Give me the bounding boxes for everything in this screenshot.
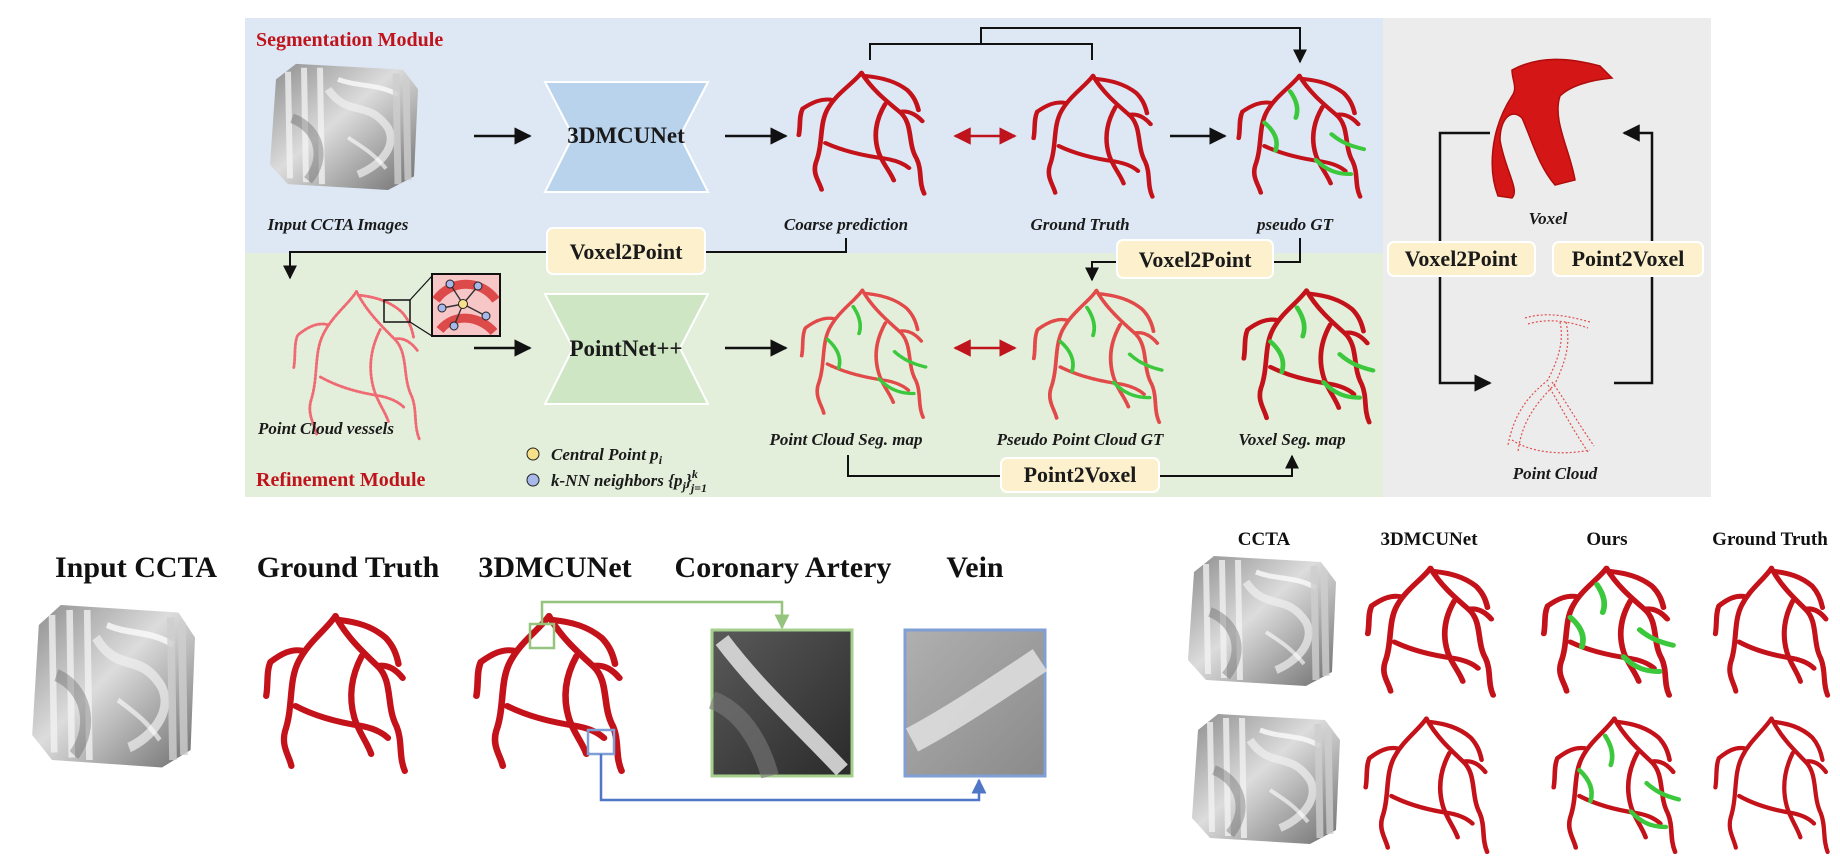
knn-zoom-line-a [409,275,433,301]
motivation-3dmcunet-vessels [476,616,621,771]
pseudo-gt-label: pseudo GT [1255,215,1334,234]
arrow-to-vein-patch [599,754,987,802]
knn-zoom-source [383,299,411,323]
refinement-module-title: Refinement Module [256,469,426,491]
motivation-ccta-volume [32,605,195,768]
refine-net-block [543,293,710,405]
legend-knn-sub: j [681,479,687,493]
compare-header-ours: Ours [1586,529,1627,550]
refine-net-label: PointNet++ [569,336,682,361]
seg-net-label: 3DMCUNet [567,123,685,148]
compare-row2-ccta [1192,714,1340,844]
point2voxel-bottom-label: Point2Voxel [1024,462,1137,487]
pc-seg-map-label: Point Cloud Seg. map [768,430,922,449]
voxel-shape [1491,58,1614,199]
voxel2point-tag-right [1116,239,1274,279]
compare-header-gt: Ground Truth [1712,529,1828,550]
legend-knn-sup: k [692,467,698,481]
arrow-to-pseudo-gt [980,27,1307,64]
coarse-prediction-label: Coarse prediction [784,215,908,234]
compare-row1-ours [1544,568,1673,695]
compare-row2-ours [1554,719,1679,852]
point-cloud-vessels-label: Point Cloud vessels [257,419,394,438]
knn-zoom-line-b [409,321,433,337]
motivation-gt-vessels [266,616,405,771]
voxel-label: Voxel [1529,209,1568,228]
input-ccta-label: Input CCTA Images [267,215,409,234]
legend-knn-text: k-NN neighbors {p [551,471,683,490]
compare-row1-3dmcunet [1368,568,1493,695]
svg-text:Central Point pi: Central Point pi [551,445,663,467]
voxel2point-panel-label: Voxel2Point [1405,246,1519,271]
motivation-header-input: Input CCTA [55,551,217,584]
compare-row2-3dmcunet [1366,719,1487,852]
pseudo-pc-gt-label: Pseudo Point Cloud GT [996,430,1164,449]
svg-text:k-NN neighbors {pj}kj=1: k-NN neighbors {pj}kj=1 [551,467,707,495]
compare-header-3dmcunet: 3DMCUNet [1380,529,1478,550]
motivation-header-vein: Vein [946,551,1004,584]
point2voxel-tag-bottom [1000,457,1160,493]
seg-net-block [543,81,710,193]
motivation-header-3dmcunet: 3DMCUNet [478,551,631,584]
vein-patch [903,628,1048,778]
legend-central-sub: i [659,453,663,467]
artery-patch [708,628,854,779]
ground-truth-label: Ground Truth [1030,215,1129,234]
legend-central-swatch [526,447,540,461]
arrow-to-artery-patch [540,600,790,630]
motivation-header-gt: Ground Truth [257,551,440,584]
voxel2point-right-label: Voxel2Point [1139,247,1253,272]
legend-knn-close: } [685,471,692,490]
point-cloud-shape [1507,314,1595,454]
point2voxel-tag-panel [1552,241,1704,277]
input-ccta-volume [270,64,418,190]
voxel-seg-map-label: Voxel Seg. map [1238,430,1345,449]
legend-knn-range: j=1 [689,481,707,495]
point-cloud-label: Point Cloud [1512,464,1598,483]
compare-row2-gt [1715,719,1827,852]
voxel2point-left-label: Voxel2Point [570,239,684,264]
refinement-module-bg [245,253,1383,497]
compare-row1-gt [1715,568,1827,695]
compare-header-ccta: CCTA [1238,529,1291,550]
point2voxel-panel-label: Point2Voxel [1572,246,1685,271]
voxel2point-tag-panel [1387,241,1536,277]
knn-zoom-inset [431,273,501,337]
legend-knn-swatch [526,473,540,487]
compare-row1-ccta [1188,556,1336,686]
legend-central-text: Central Point p [551,445,659,464]
segmentation-module-title: Segmentation Module [256,29,443,51]
voxel2point-tag-left [546,227,706,275]
motivation-header-artery: Coronary Artery [675,551,892,584]
